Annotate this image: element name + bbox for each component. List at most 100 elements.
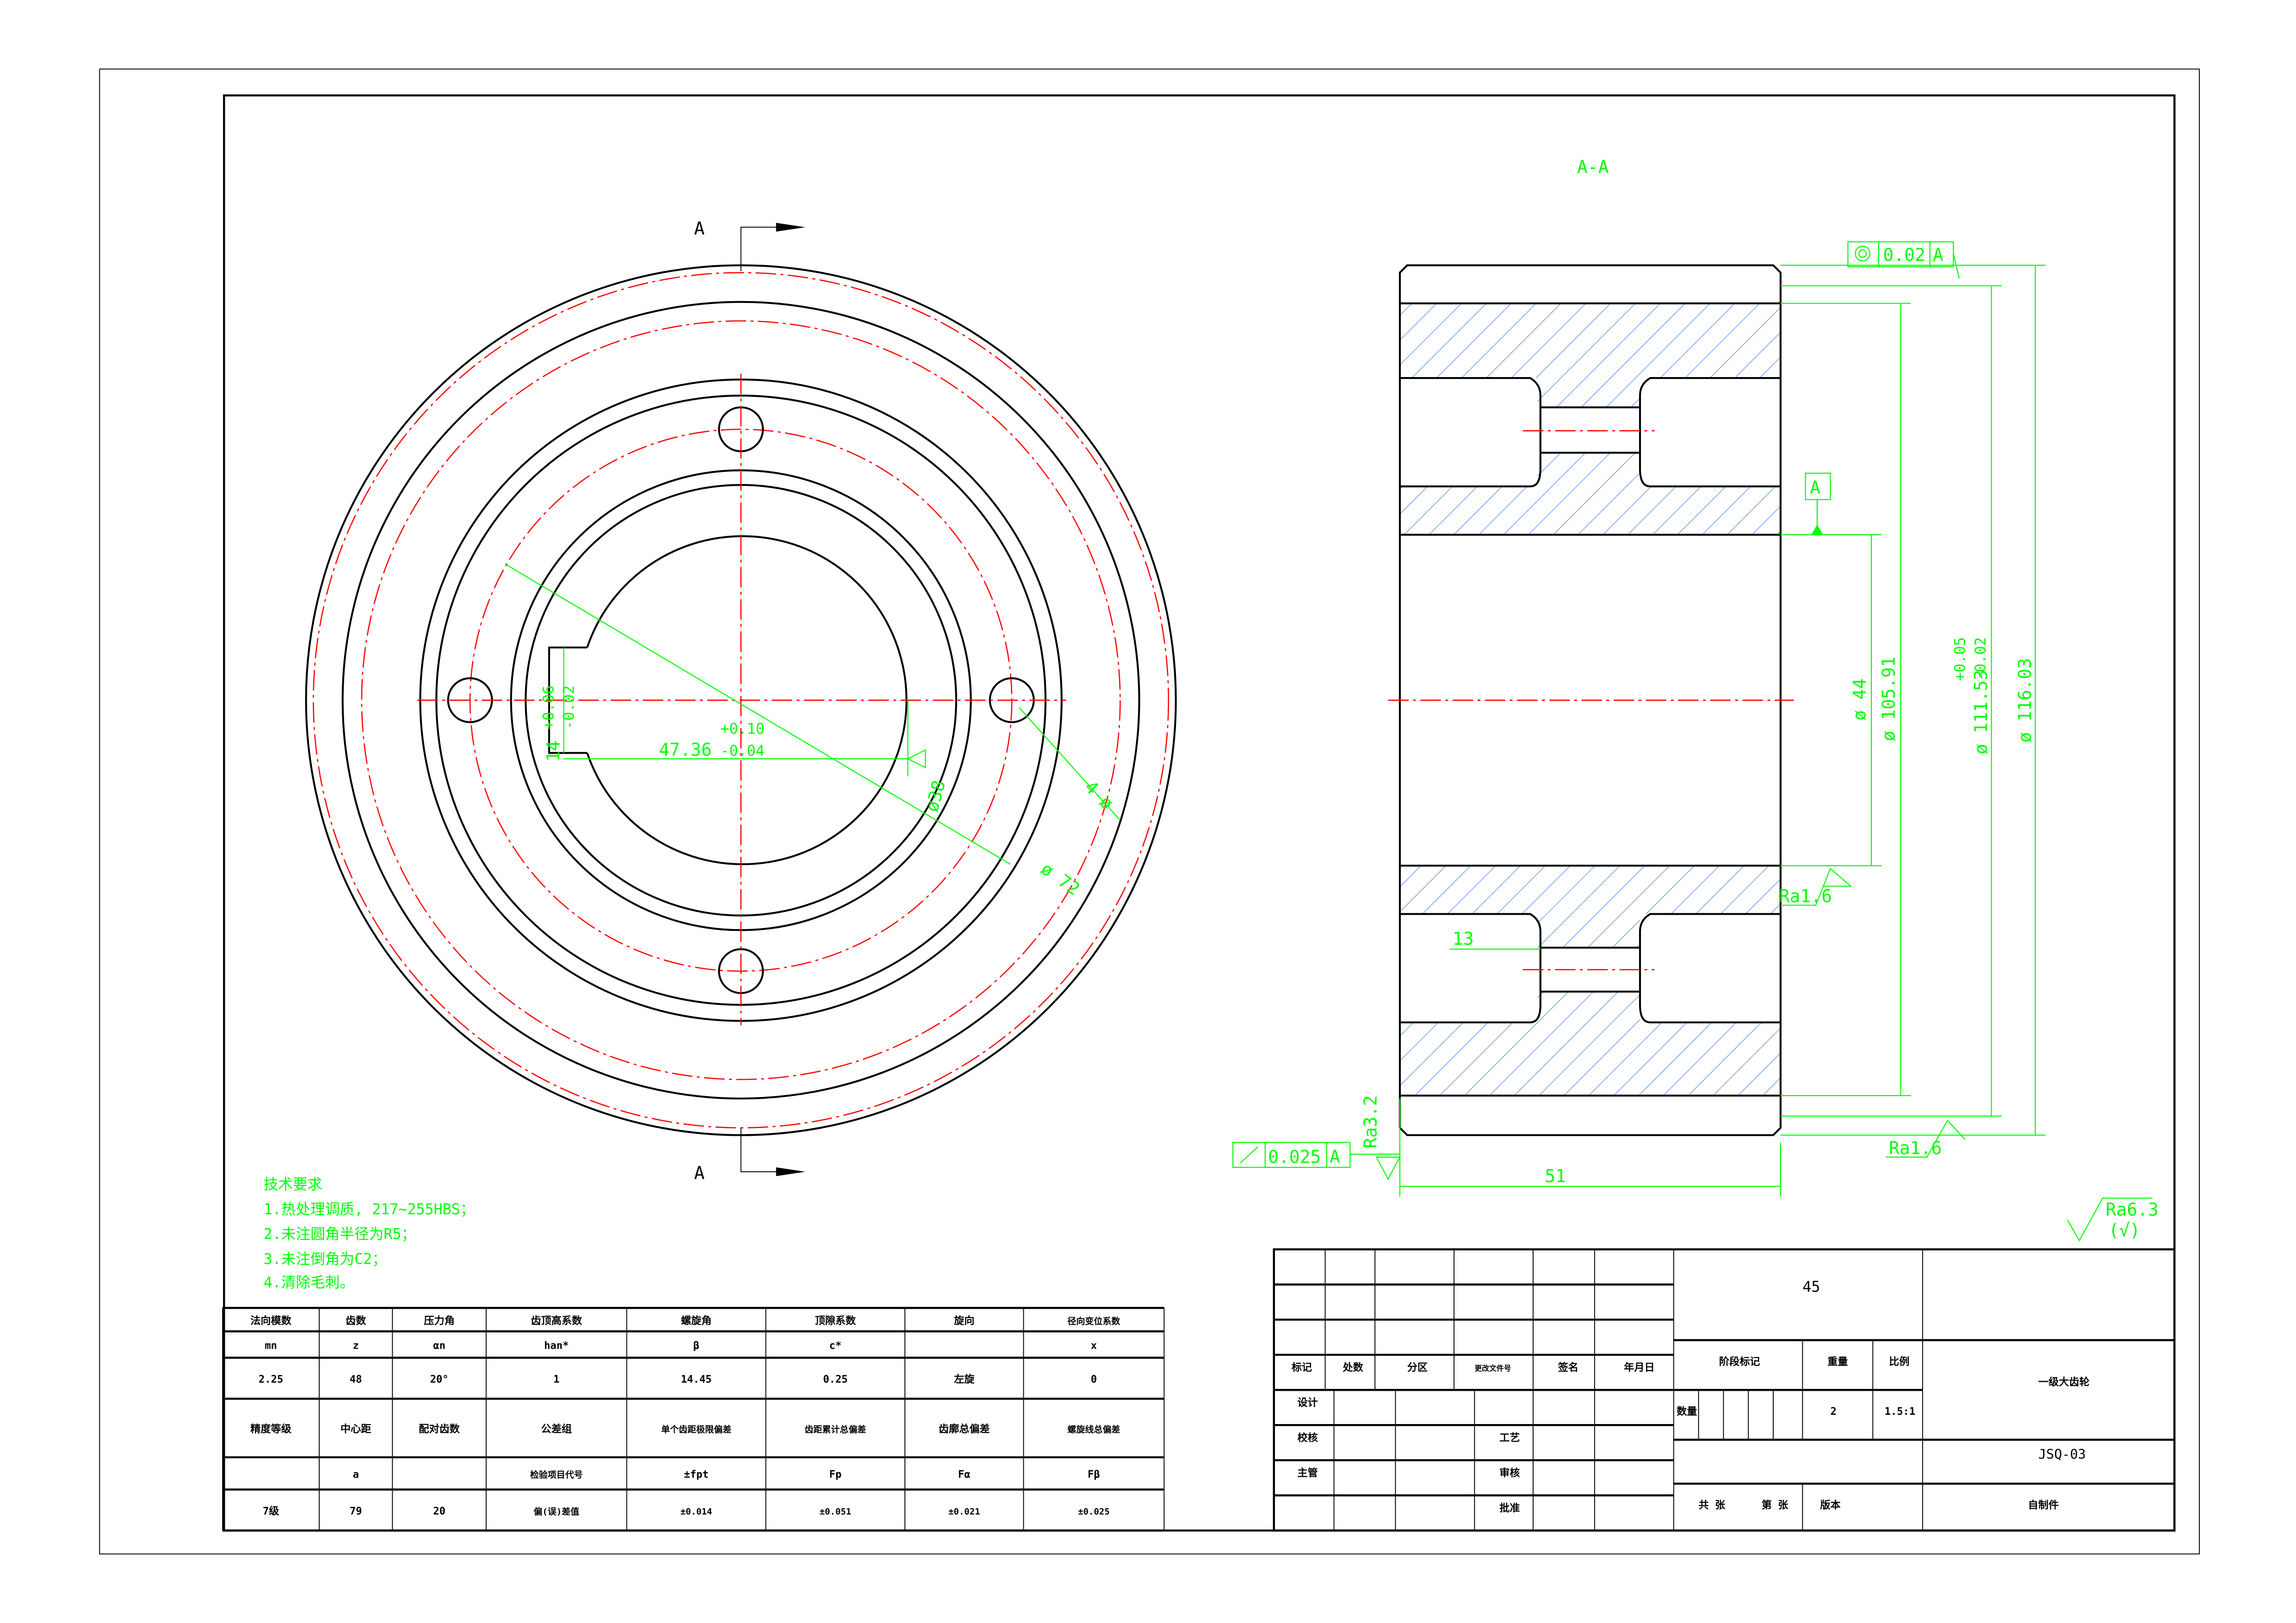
rev-header: 分区: [1407, 1362, 1428, 1374]
table-cell: 旋向: [953, 1315, 974, 1327]
table-cell: Fα: [958, 1468, 971, 1481]
role-label: 批准: [1499, 1502, 1520, 1514]
make-type: 自制件: [2028, 1499, 2059, 1511]
role-label: 审核: [1499, 1467, 1520, 1479]
tech-item: 3.未注倒角为C2；: [264, 1251, 387, 1268]
keyway-depth: 47.36: [659, 740, 712, 760]
tech-item: 1.热处理调质, 217~255HBS；: [264, 1201, 475, 1218]
keyway-width-tol-upper: +0.06: [540, 686, 557, 730]
table-cell: 中心距: [340, 1423, 371, 1435]
drawing-frame: [223, 94, 2176, 1532]
table-cell: 压力角: [424, 1315, 454, 1327]
table-cell: ±0.014: [681, 1506, 712, 1517]
table-cell: ±0.051: [819, 1506, 851, 1517]
datum-label: A: [1810, 477, 1820, 498]
tech-requirements: 技术要求 1.热处理调质, 217~255HBS； 2.未注圆角半径为R5； 3…: [264, 1177, 475, 1291]
table-cell: Fβ: [1088, 1468, 1100, 1481]
table-cell: 左旋: [954, 1373, 975, 1385]
table-cell: 单个齿距极限偏差: [661, 1424, 731, 1435]
table-cell: 偏(误)差值: [533, 1506, 579, 1517]
stage-mark: 阶段标记: [1719, 1356, 1760, 1368]
dia-105-dim: ø 105.91: [1879, 657, 1899, 741]
table-cell: 齿数: [346, 1315, 366, 1327]
table-cell: 检验项目代号: [530, 1469, 583, 1480]
ra-face: Ra3.2: [1360, 1096, 1380, 1148]
section-view: A-A ø 44 ø 105.91 ø 111.53 +0.05 -0.02 ø: [1232, 157, 2159, 1242]
table-cell: ±0.021: [948, 1506, 980, 1517]
scale-value: 1.5:1: [1885, 1406, 1916, 1418]
table-cell: 精度等级: [250, 1423, 291, 1435]
keyway-width-tol-lower: -0.02: [561, 686, 578, 730]
role-label: 校核: [1297, 1432, 1318, 1444]
table-cell: mn: [265, 1340, 277, 1352]
hub-diameter: ø38: [922, 778, 949, 814]
width-dim: 51: [1545, 1166, 1566, 1186]
table-cell: 0: [1091, 1373, 1097, 1385]
face-runout-value: 0.025: [1268, 1147, 1321, 1167]
face-runout-datum: A: [1330, 1147, 1340, 1167]
quantity: 2: [1830, 1406, 1836, 1418]
tech-item: 2.未注圆角半径为R5；: [264, 1226, 416, 1243]
table-cell: 齿顶高系数: [531, 1315, 582, 1327]
table-cell: β: [693, 1340, 699, 1352]
bolt-circle-dim: ø 72: [1037, 858, 1083, 899]
dia-111-dim: ø 111.53: [1971, 670, 1991, 755]
keyway-depth-tol-lower: -0.04: [720, 743, 764, 760]
role-label: 工艺: [1499, 1432, 1520, 1444]
runout-value: 0.02: [1883, 245, 1925, 265]
title-block: 45 标记 处数 分区 更改文件号 签名 年月日 设计 校核 主管 工艺 审核 …: [1273, 1248, 2176, 1532]
table-cell: ±0.025: [1078, 1506, 1110, 1517]
bore-dim: ø 44: [1849, 678, 1869, 720]
sheets: 共 张: [1699, 1499, 1726, 1511]
role-label: 设计: [1297, 1397, 1318, 1409]
tech-title: 技术要求: [264, 1177, 322, 1193]
tech-item: 4.清除毛刺。: [264, 1275, 354, 1291]
ra-general-paren: (√): [2109, 1220, 2141, 1240]
table-cell: 79: [350, 1505, 362, 1517]
table-cell: 径向变位系数: [1067, 1316, 1120, 1326]
ra-outer: Ra1.6: [1889, 1138, 1942, 1158]
ra-bore: Ra1.6: [1779, 886, 1832, 906]
table-cell: 齿廓总偏差: [939, 1423, 990, 1435]
table-cell: a: [353, 1468, 359, 1481]
hole-depth: 13: [1453, 929, 1474, 949]
table-cell: 14.45: [681, 1373, 712, 1385]
quantity-label: 数量: [1677, 1406, 1697, 1418]
keyway-width: 14: [543, 741, 563, 762]
cut-marker-top: A: [694, 218, 705, 239]
ra-general: Ra6.3: [2106, 1200, 2159, 1220]
face-runout-frame: [1232, 1142, 1351, 1168]
table-cell: 齿距累计总偏差: [805, 1424, 866, 1435]
outer-border: [99, 68, 2200, 1555]
dia-116-dim: ø 116.03: [2015, 658, 2035, 743]
table-cell: 配对齿数: [419, 1423, 460, 1435]
material: 45: [1802, 1279, 1820, 1295]
table-cell: 公差组: [541, 1423, 572, 1435]
table-cell: z: [353, 1340, 359, 1352]
table-cell: 顶隙系数: [815, 1315, 856, 1327]
version: 版本: [1820, 1499, 1841, 1511]
part-name: 一级大齿轮: [2038, 1376, 2090, 1388]
dia-111-tol-upper: +0.05: [1952, 637, 1969, 681]
table-cell: han*: [544, 1340, 569, 1352]
table-cell: 0.25: [823, 1373, 848, 1385]
weight-label: 重量: [1827, 1356, 1848, 1368]
table-cell: 7级: [263, 1505, 279, 1517]
keyway-depth-tol-upper: +0.10: [720, 721, 764, 737]
table-cell: c*: [829, 1340, 842, 1352]
table-cell: 48: [350, 1373, 362, 1385]
role-label: 主管: [1297, 1467, 1318, 1479]
scale-label: 比例: [1889, 1356, 1909, 1368]
table-cell: Fp: [829, 1468, 842, 1481]
table-cell: αn: [433, 1340, 446, 1352]
table-cell: x: [1091, 1340, 1097, 1352]
drawing-number: JSQ-03: [2038, 1447, 2086, 1462]
cut-marker-bottom: A: [694, 1163, 705, 1183]
table-cell: 法向模数: [250, 1315, 291, 1327]
sheet-number: 第 张: [1762, 1499, 1789, 1511]
table-cell: 2.25: [259, 1373, 283, 1385]
rev-header: 处数: [1342, 1362, 1363, 1374]
table-cell: 螺旋线总偏差: [1067, 1424, 1120, 1435]
section-title: A-A: [1577, 157, 1609, 177]
